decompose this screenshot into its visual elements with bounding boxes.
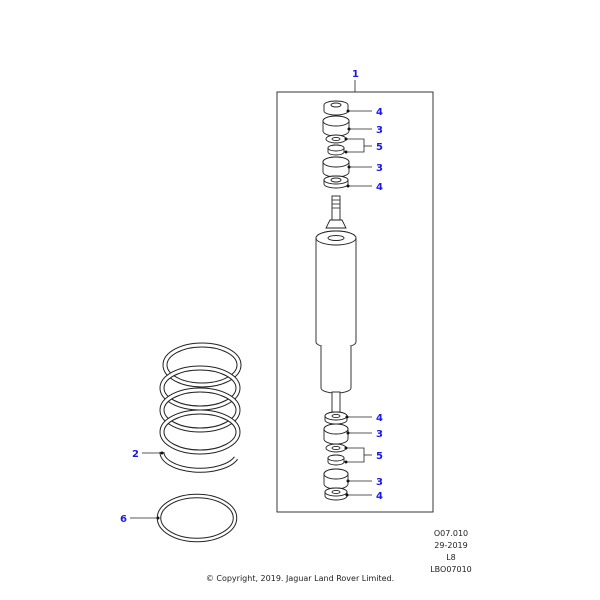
callout-4-upper-lower: 4 (376, 182, 383, 193)
callout-5-lower: 5 (376, 451, 383, 462)
callout-4-top: 4 (376, 107, 383, 118)
callout-6: 6 (120, 514, 127, 525)
lower-mount-stack (323, 411, 349, 501)
callout-3-lower-top: 3 (376, 429, 383, 440)
reference-date: 29-2019 (434, 541, 468, 550)
reference-code: O07.010 (433, 529, 469, 538)
spring-seat-ring (156, 493, 238, 543)
shock-absorber (315, 195, 357, 415)
callout-1: 1 (352, 69, 359, 80)
reference-model: L8 (446, 553, 456, 562)
upper-mount-stack (322, 100, 350, 189)
callout-4-lower-bottom: 4 (376, 491, 383, 502)
callout-3-lower-bottom: 3 (376, 477, 383, 488)
upper-callouts: 4 3 5 3 4 (344, 107, 383, 193)
coil-spring (159, 342, 242, 473)
callout-2: 2 (132, 449, 139, 460)
callout-4-lower-top: 4 (376, 413, 383, 424)
reference-illustration-id: LBO07010 (430, 565, 472, 574)
callout-3-top: 3 (376, 125, 383, 136)
callout-5-top: 5 (376, 142, 383, 153)
lower-callouts: 4 3 5 3 4 (344, 413, 383, 502)
callout-3-upper-lower: 3 (376, 163, 383, 174)
copyright-notice: © Copyright, 2019. Jaguar Land Rover Lim… (205, 574, 395, 583)
